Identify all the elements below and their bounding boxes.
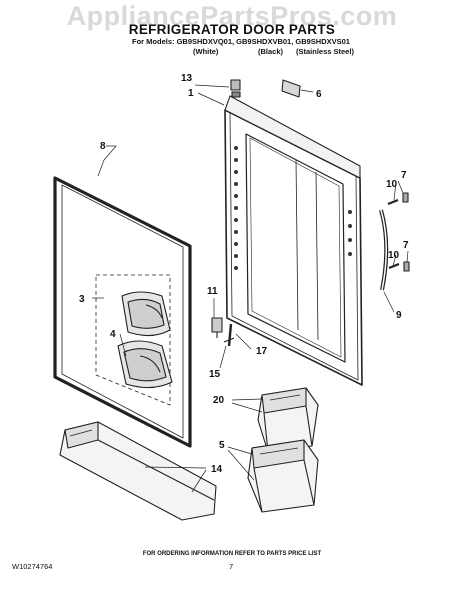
callout-5: 5	[219, 440, 225, 451]
shelf-assembly-outline	[95, 274, 171, 406]
hinge-cap	[230, 79, 241, 98]
hinge-bushing	[211, 317, 223, 338]
callout-13: 13	[181, 73, 193, 84]
callout-4: 4	[110, 329, 116, 340]
page-number: 7	[229, 562, 234, 571]
door-liner	[224, 95, 363, 386]
callout-10-lower: 10	[388, 250, 400, 261]
handle-screws	[387, 198, 400, 270]
variant-black: (Black)	[258, 47, 284, 56]
callout-7-lower: 7	[403, 240, 409, 251]
variant-white: (White)	[193, 47, 219, 56]
callout-20: 20	[213, 395, 225, 406]
callout-11: 11	[207, 286, 218, 297]
document-number: W10274764	[12, 562, 53, 571]
lower-bin	[117, 340, 173, 389]
callout-1: 1	[188, 88, 194, 99]
callout-8: 8	[100, 141, 106, 152]
door-bin-lower	[247, 439, 319, 513]
callout-14: 14	[211, 464, 223, 475]
callout-10-upper: 10	[386, 179, 398, 190]
door-bin-upper	[257, 387, 319, 453]
callout-9: 9	[396, 310, 402, 321]
callout-15: 15	[209, 369, 221, 380]
callout-3: 3	[79, 294, 85, 305]
variant-stainless: (Stainless Steel)	[296, 47, 354, 56]
screw-caps	[402, 192, 410, 272]
callout-7-upper: 7	[401, 170, 407, 181]
hinge-screw	[223, 323, 235, 347]
door-gasket	[53, 176, 192, 448]
watermark: AppliancePartsPros.com	[66, 1, 398, 31]
ordering-note: FOR ORDERING INFORMATION REFER TO PARTS …	[142, 551, 322, 557]
label-plate	[281, 79, 301, 98]
callout-6: 6	[316, 89, 322, 100]
shelf-peg-holes	[234, 146, 352, 270]
callout-17: 17	[256, 346, 268, 357]
door-shelf-long	[59, 421, 217, 521]
model-list: For Models: GB9SHDXVQ01, GB9SHDXVB01, GB…	[132, 37, 350, 46]
callout-leader-lines	[92, 84, 409, 493]
page-title: REFRIGERATOR DOOR PARTS	[128, 22, 336, 37]
upper-bin	[121, 291, 171, 337]
